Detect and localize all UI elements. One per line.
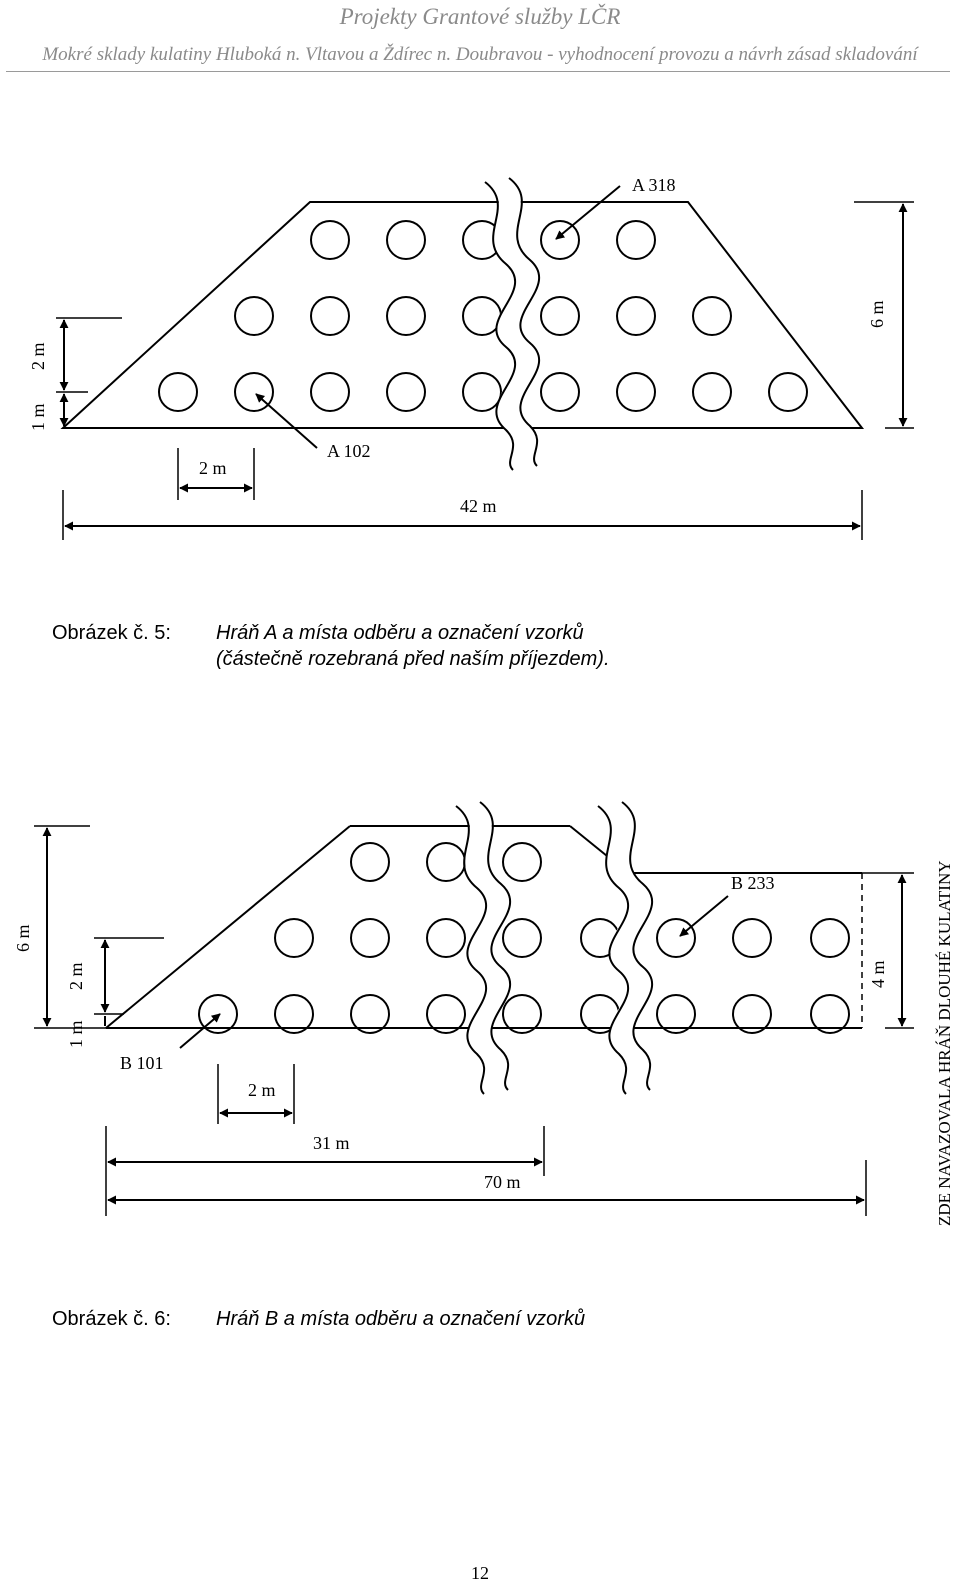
caption-5-number: Obrázek č. 5: [52,622,171,644]
dim-b-height-label: 6 m [13,924,33,952]
caption-figure-6: Obrázek č. 6: Hráň B a místa odběru a oz… [52,1308,912,1338]
stack-a-break [484,171,541,476]
arrow-a102 [255,393,318,449]
page-number: 12 [471,1563,489,1583]
header-subtitle: Mokré sklady kulatiny Hluboká n. Vltavou… [42,44,918,65]
stack-b-logs [198,842,850,1034]
dim-a-col-spacing-label: 2 m [199,458,227,478]
stack-b-break-2 [597,795,654,1100]
dim-a-edge-label: 1 m [28,403,48,431]
label-a102: A 102 [327,441,371,461]
dim-b-right-height-label: 4 m [868,960,888,988]
dim-b-col-spacing-label: 2 m [248,1080,276,1100]
figure-a-drawing: A 318 A 102 6 m 2 m 1 m 2 m 42 m [28,171,914,540]
arrow-b101 [179,1013,221,1049]
caption-6-number: Obrázek č. 6: [52,1308,171,1330]
label-b233: B 233 [731,873,775,893]
label-a318: A 318 [632,175,676,195]
stack-a-outline [60,201,865,429]
dim-b-total-length-label: 70 m [484,1172,521,1192]
dim-a-row-spacing-label: 2 m [28,342,48,370]
header-divider [6,71,950,72]
note-vertical: ZDE NAVAZOVALA HRÁŇ DLOUHÉ KULATINY [935,861,954,1227]
caption-6-line1: Hráň B a místa odběru a označení vzorků [216,1308,586,1330]
label-b101: B 101 [120,1053,164,1073]
figure-a: A 318 A 102 6 m 2 m 1 m 2 m 42 m [0,0,960,565]
figure-b-drawing: B 233 B 101 6 m 2 m 1 m 4 m ZDE NAVAZOVA… [13,795,954,1227]
dim-a-height-label: 6 m [867,300,887,328]
figure-b: B 233 B 101 6 m 2 m 1 m 4 m ZDE NAVAZOVA… [0,780,960,1265]
caption-figure-5: Obrázek č. 5: Hráň A a místa odběru a oz… [52,622,912,682]
dim-a-length-label: 42 m [460,496,497,516]
caption-5-line1: Hráň A a místa odběru a označení vzorků [216,622,584,644]
arrow-a318 [555,185,621,240]
stack-b-break-1 [455,795,512,1100]
dim-b-edge-label: 1 m [66,1020,86,1048]
arrow-b233 [679,895,729,937]
header-title: Projekty Grantové služby LČR [339,4,621,29]
dim-b-partial-length-label: 31 m [313,1133,350,1153]
dim-b-row-spacing-label: 2 m [66,962,86,990]
caption-5-line2: (částečně rozebraná před naším příjezdem… [216,648,610,670]
stack-a-logs [158,220,808,412]
